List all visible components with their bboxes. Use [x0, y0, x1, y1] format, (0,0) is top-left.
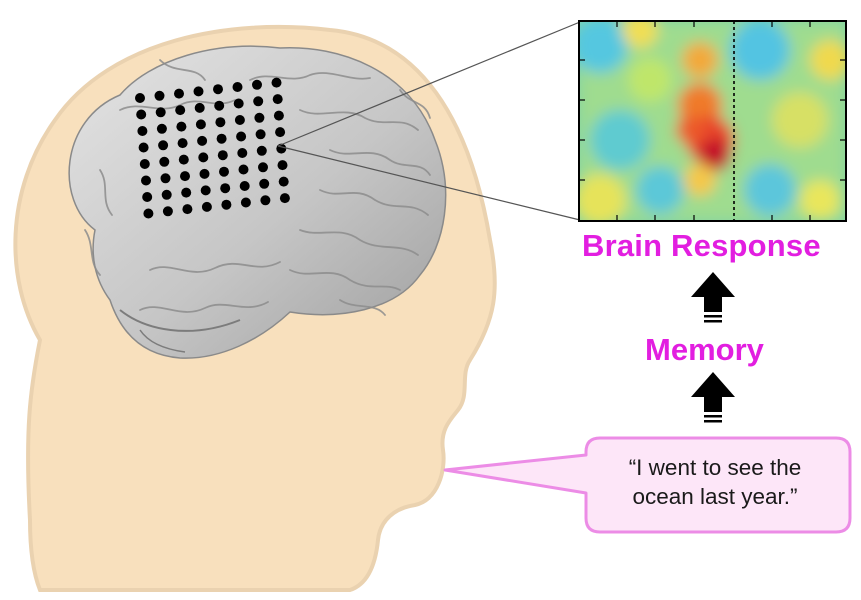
electrode	[180, 171, 190, 181]
brain-response-label: Brain Response	[582, 228, 821, 264]
electrode	[280, 193, 290, 203]
electrode	[273, 94, 283, 104]
electrode	[175, 105, 185, 115]
electrode	[156, 107, 166, 117]
electrode	[215, 117, 225, 127]
electrode	[239, 165, 249, 175]
electrode	[258, 162, 268, 172]
electrode	[159, 157, 169, 167]
electrode	[272, 78, 282, 88]
electrode	[194, 86, 204, 96]
electrode	[176, 122, 186, 132]
electrode	[253, 96, 263, 106]
brain-response-heatmap	[572, 12, 850, 226]
electrode	[158, 140, 168, 150]
electrode	[234, 99, 244, 109]
electrode	[136, 110, 146, 120]
electrode	[174, 89, 184, 99]
electrode	[142, 192, 152, 202]
electrode	[155, 91, 165, 101]
electrode	[202, 202, 212, 212]
electrode	[213, 84, 223, 94]
electrode	[252, 80, 262, 90]
speech-line-1: “I went to see the	[600, 453, 830, 482]
electrode	[254, 113, 264, 123]
electrode	[157, 124, 167, 134]
electrode	[217, 134, 227, 144]
electrode	[236, 132, 246, 142]
electrode	[233, 82, 243, 92]
electrode	[259, 179, 269, 189]
electrode	[214, 101, 224, 111]
electrode	[178, 138, 188, 148]
electrode	[278, 160, 288, 170]
electrode	[181, 188, 191, 198]
electrode	[139, 143, 149, 153]
electrode	[219, 167, 229, 177]
speech-bubble-text: “I went to see the ocean last year.”	[600, 453, 830, 511]
electrode	[196, 119, 206, 129]
speech-line-2: ocean last year.”	[600, 482, 830, 511]
electrode	[161, 173, 171, 183]
electrode	[141, 176, 151, 186]
electrode	[140, 159, 150, 169]
electrode	[162, 190, 172, 200]
electrode	[240, 181, 250, 191]
electrode	[135, 93, 145, 103]
up-arrow-icon	[691, 372, 735, 423]
electrode	[195, 103, 205, 113]
electrode	[218, 150, 228, 160]
electrode	[143, 209, 153, 219]
memory-label: Memory	[645, 332, 764, 368]
electrode	[198, 152, 208, 162]
electrode	[182, 204, 192, 214]
electrode	[237, 148, 247, 158]
electrode	[256, 129, 266, 139]
electrode	[179, 155, 189, 165]
electrode	[260, 195, 270, 205]
electrode	[163, 206, 173, 216]
electrode	[241, 198, 251, 208]
electrode	[220, 183, 230, 193]
electrode	[201, 185, 211, 195]
electrode	[235, 115, 245, 125]
electrode	[279, 177, 289, 187]
electrode	[197, 136, 207, 146]
electrode	[275, 127, 285, 137]
electrode	[200, 169, 210, 179]
electrode	[221, 200, 231, 210]
electrode	[257, 146, 267, 156]
electrode	[137, 126, 147, 136]
electrode	[274, 111, 284, 121]
up-arrow-icon	[691, 272, 735, 323]
